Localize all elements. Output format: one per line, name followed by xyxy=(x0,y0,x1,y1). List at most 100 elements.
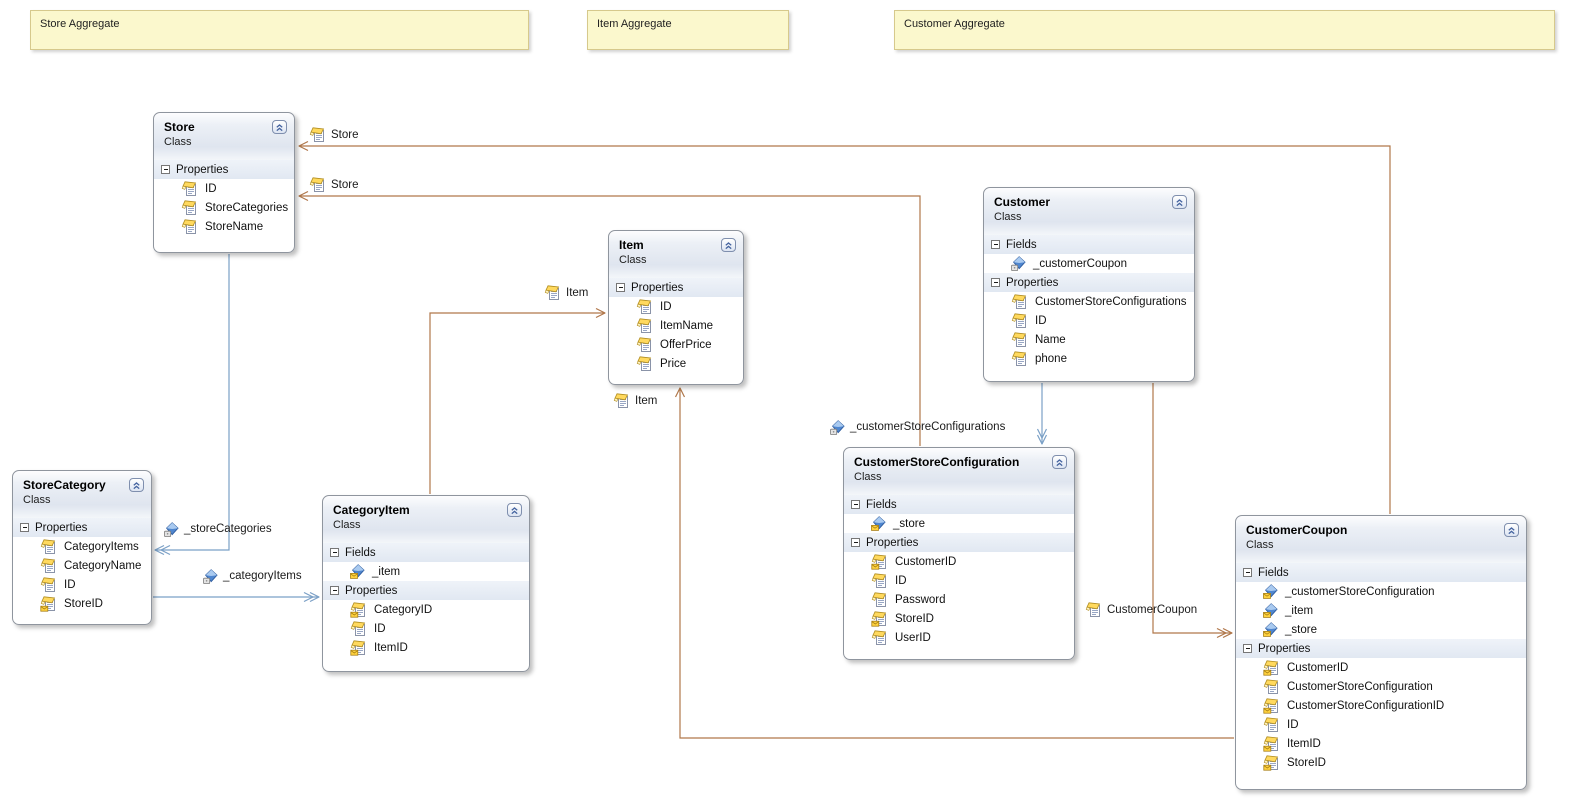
section-expander-icon[interactable] xyxy=(851,538,860,547)
section-expander-icon[interactable] xyxy=(1243,568,1252,577)
member-name: StoreID xyxy=(1287,756,1326,769)
member-row[interactable]: CategoryID xyxy=(323,600,529,619)
member-row[interactable]: _customerStoreConfiguration xyxy=(1236,582,1526,601)
member-row[interactable]: ID xyxy=(13,575,151,594)
association-label-storecategories-field-association[interactable]: _storeCategories xyxy=(164,521,272,537)
field-private-icon xyxy=(1011,256,1026,271)
member-name: ID xyxy=(64,578,76,591)
comment-store-aggregate[interactable]: Store Aggregate xyxy=(30,10,529,50)
member-name: ID xyxy=(205,182,217,195)
member-row[interactable]: _store xyxy=(1236,620,1526,639)
association-label-item-association-from-customercoupon[interactable]: Item xyxy=(613,393,657,409)
section-expander-icon[interactable] xyxy=(851,500,860,509)
member-row[interactable]: ID xyxy=(984,311,1194,330)
member-name: ItemID xyxy=(1287,737,1321,750)
member-name: phone xyxy=(1035,352,1067,365)
member-row[interactable]: ItemName xyxy=(609,316,743,335)
member-row[interactable]: ID xyxy=(154,179,294,198)
member-row[interactable]: StoreID xyxy=(1236,753,1526,772)
comment-customer-aggregate[interactable]: Customer Aggregate xyxy=(894,10,1555,50)
member-row[interactable]: ID xyxy=(844,571,1074,590)
member-row[interactable]: _customerCoupon xyxy=(984,254,1194,273)
member-row[interactable]: StoreID xyxy=(13,594,151,613)
association-label-customercoupon-association-from-customer[interactable]: CustomerCoupon xyxy=(1085,602,1197,618)
section-header-properties: Properties xyxy=(844,533,1074,552)
section-expander-icon[interactable] xyxy=(20,523,29,532)
section-expander-icon[interactable] xyxy=(616,283,625,292)
member-row[interactable]: Password xyxy=(844,590,1074,609)
association-label-categoryitems-field-association[interactable]: _categoryItems xyxy=(203,568,302,584)
member-row[interactable]: CustomerStoreConfiguration xyxy=(1236,677,1526,696)
association-arrowhead-left-icon xyxy=(298,140,309,152)
member-row[interactable]: _item xyxy=(1236,601,1526,620)
collapse-button[interactable] xyxy=(1052,455,1067,469)
section-expander-icon[interactable] xyxy=(161,165,170,174)
member-name: CategoryName xyxy=(64,559,142,572)
association-line-customercoupon-association-from-customer[interactable] xyxy=(1152,383,1232,634)
association-line-item-association-from-categoryitem[interactable] xyxy=(429,312,605,494)
member-row[interactable]: CustomerStoreConfigurations xyxy=(984,292,1194,311)
association-arrowhead-right-double-icon xyxy=(303,591,320,603)
property-internal-icon xyxy=(1263,735,1280,752)
section-expander-icon[interactable] xyxy=(991,278,1000,287)
member-row[interactable]: OfferPrice xyxy=(609,335,743,354)
association-label-customerstoreconfigurations-field-association[interactable]: _customerStoreConfigurations xyxy=(830,419,1005,435)
property-internal-icon xyxy=(40,595,57,612)
property-internal-icon xyxy=(1263,754,1280,771)
association-line-store-association-from-customercoupon[interactable] xyxy=(299,145,1391,514)
member-name: ItemName xyxy=(660,319,714,332)
member-row[interactable]: StoreName xyxy=(154,217,294,236)
member-row[interactable]: CategoryItems xyxy=(13,537,151,556)
member-row[interactable]: Price xyxy=(609,354,743,373)
comment-item-aggregate[interactable]: Item Aggregate xyxy=(587,10,789,50)
association-line-storecategories-field-association[interactable] xyxy=(155,254,230,551)
member-row[interactable]: ID xyxy=(609,297,743,316)
member-row[interactable]: ItemID xyxy=(323,638,529,657)
member-row[interactable]: Name xyxy=(984,330,1194,349)
section-expander-icon[interactable] xyxy=(330,548,339,557)
member-row[interactable]: CustomerID xyxy=(844,552,1074,571)
association-label-text: CustomerCoupon xyxy=(1107,604,1198,616)
section-label: Properties xyxy=(866,536,919,549)
collapse-button[interactable] xyxy=(1504,523,1519,537)
association-label-store-association-from-customercoupon[interactable]: Store xyxy=(309,127,359,143)
member-row[interactable]: CustomerID xyxy=(1236,658,1526,677)
member-row[interactable]: CustomerStoreConfigurationID xyxy=(1236,696,1526,715)
property-icon xyxy=(309,177,326,193)
collapse-button[interactable] xyxy=(507,503,522,517)
member-row[interactable]: _item xyxy=(323,562,529,581)
section-expander-icon[interactable] xyxy=(991,240,1000,249)
member-row[interactable]: CategoryName xyxy=(13,556,151,575)
collapse-button[interactable] xyxy=(1172,195,1187,209)
member-row[interactable]: phone xyxy=(984,349,1194,368)
member-row[interactable]: ID xyxy=(323,619,529,638)
section-expander-icon[interactable] xyxy=(330,586,339,595)
member-row[interactable]: StoreCategories xyxy=(154,198,294,217)
member-row[interactable]: _store xyxy=(844,514,1074,533)
collapse-button[interactable] xyxy=(129,478,144,492)
class-title: Customer xyxy=(994,195,1051,209)
association-line-store-association-from-customerstoreconfiguration[interactable] xyxy=(299,195,921,446)
member-name: _item xyxy=(1285,604,1314,617)
member-name: Name xyxy=(1035,333,1066,346)
section-expander-icon[interactable] xyxy=(1243,644,1252,653)
association-label-store-association-from-customerstoreconfiguration[interactable]: Store xyxy=(309,177,359,193)
member-row[interactable]: ID xyxy=(1236,715,1526,734)
member-row[interactable]: ItemID xyxy=(1236,734,1526,753)
member-row[interactable]: StoreID xyxy=(844,609,1074,628)
collapse-button[interactable] xyxy=(272,120,287,134)
association-line-item-association-from-customercoupon[interactable] xyxy=(679,388,1234,739)
association-label-item-association-from-categoryitem[interactable]: Item xyxy=(544,285,588,301)
member-row[interactable]: UserID xyxy=(844,628,1074,647)
property-internal-icon xyxy=(1263,697,1280,714)
collapse-button[interactable] xyxy=(721,238,736,252)
field-private-icon xyxy=(830,419,845,435)
